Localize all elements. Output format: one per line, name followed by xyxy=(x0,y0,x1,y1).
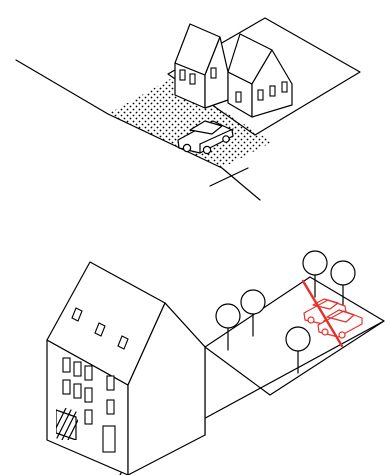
cross-out-line xyxy=(301,279,344,348)
sidewalk-line xyxy=(209,167,249,187)
street-line xyxy=(15,59,109,115)
tree-icon xyxy=(302,250,328,298)
car-icon xyxy=(317,309,363,339)
detached-house-icon xyxy=(174,23,293,118)
bottom-scene-urban xyxy=(46,250,385,475)
tree-icon xyxy=(215,303,241,351)
street-line xyxy=(107,113,223,169)
tree-icon xyxy=(240,289,266,337)
no-parking-cars xyxy=(301,279,363,348)
top-scene-suburban xyxy=(15,17,361,201)
car-icon xyxy=(177,120,234,155)
tree-icon xyxy=(285,326,311,374)
dotted-driveway xyxy=(108,78,272,168)
tree-icon xyxy=(330,260,356,308)
street-line xyxy=(221,167,261,201)
townhouse-icon xyxy=(46,261,206,475)
